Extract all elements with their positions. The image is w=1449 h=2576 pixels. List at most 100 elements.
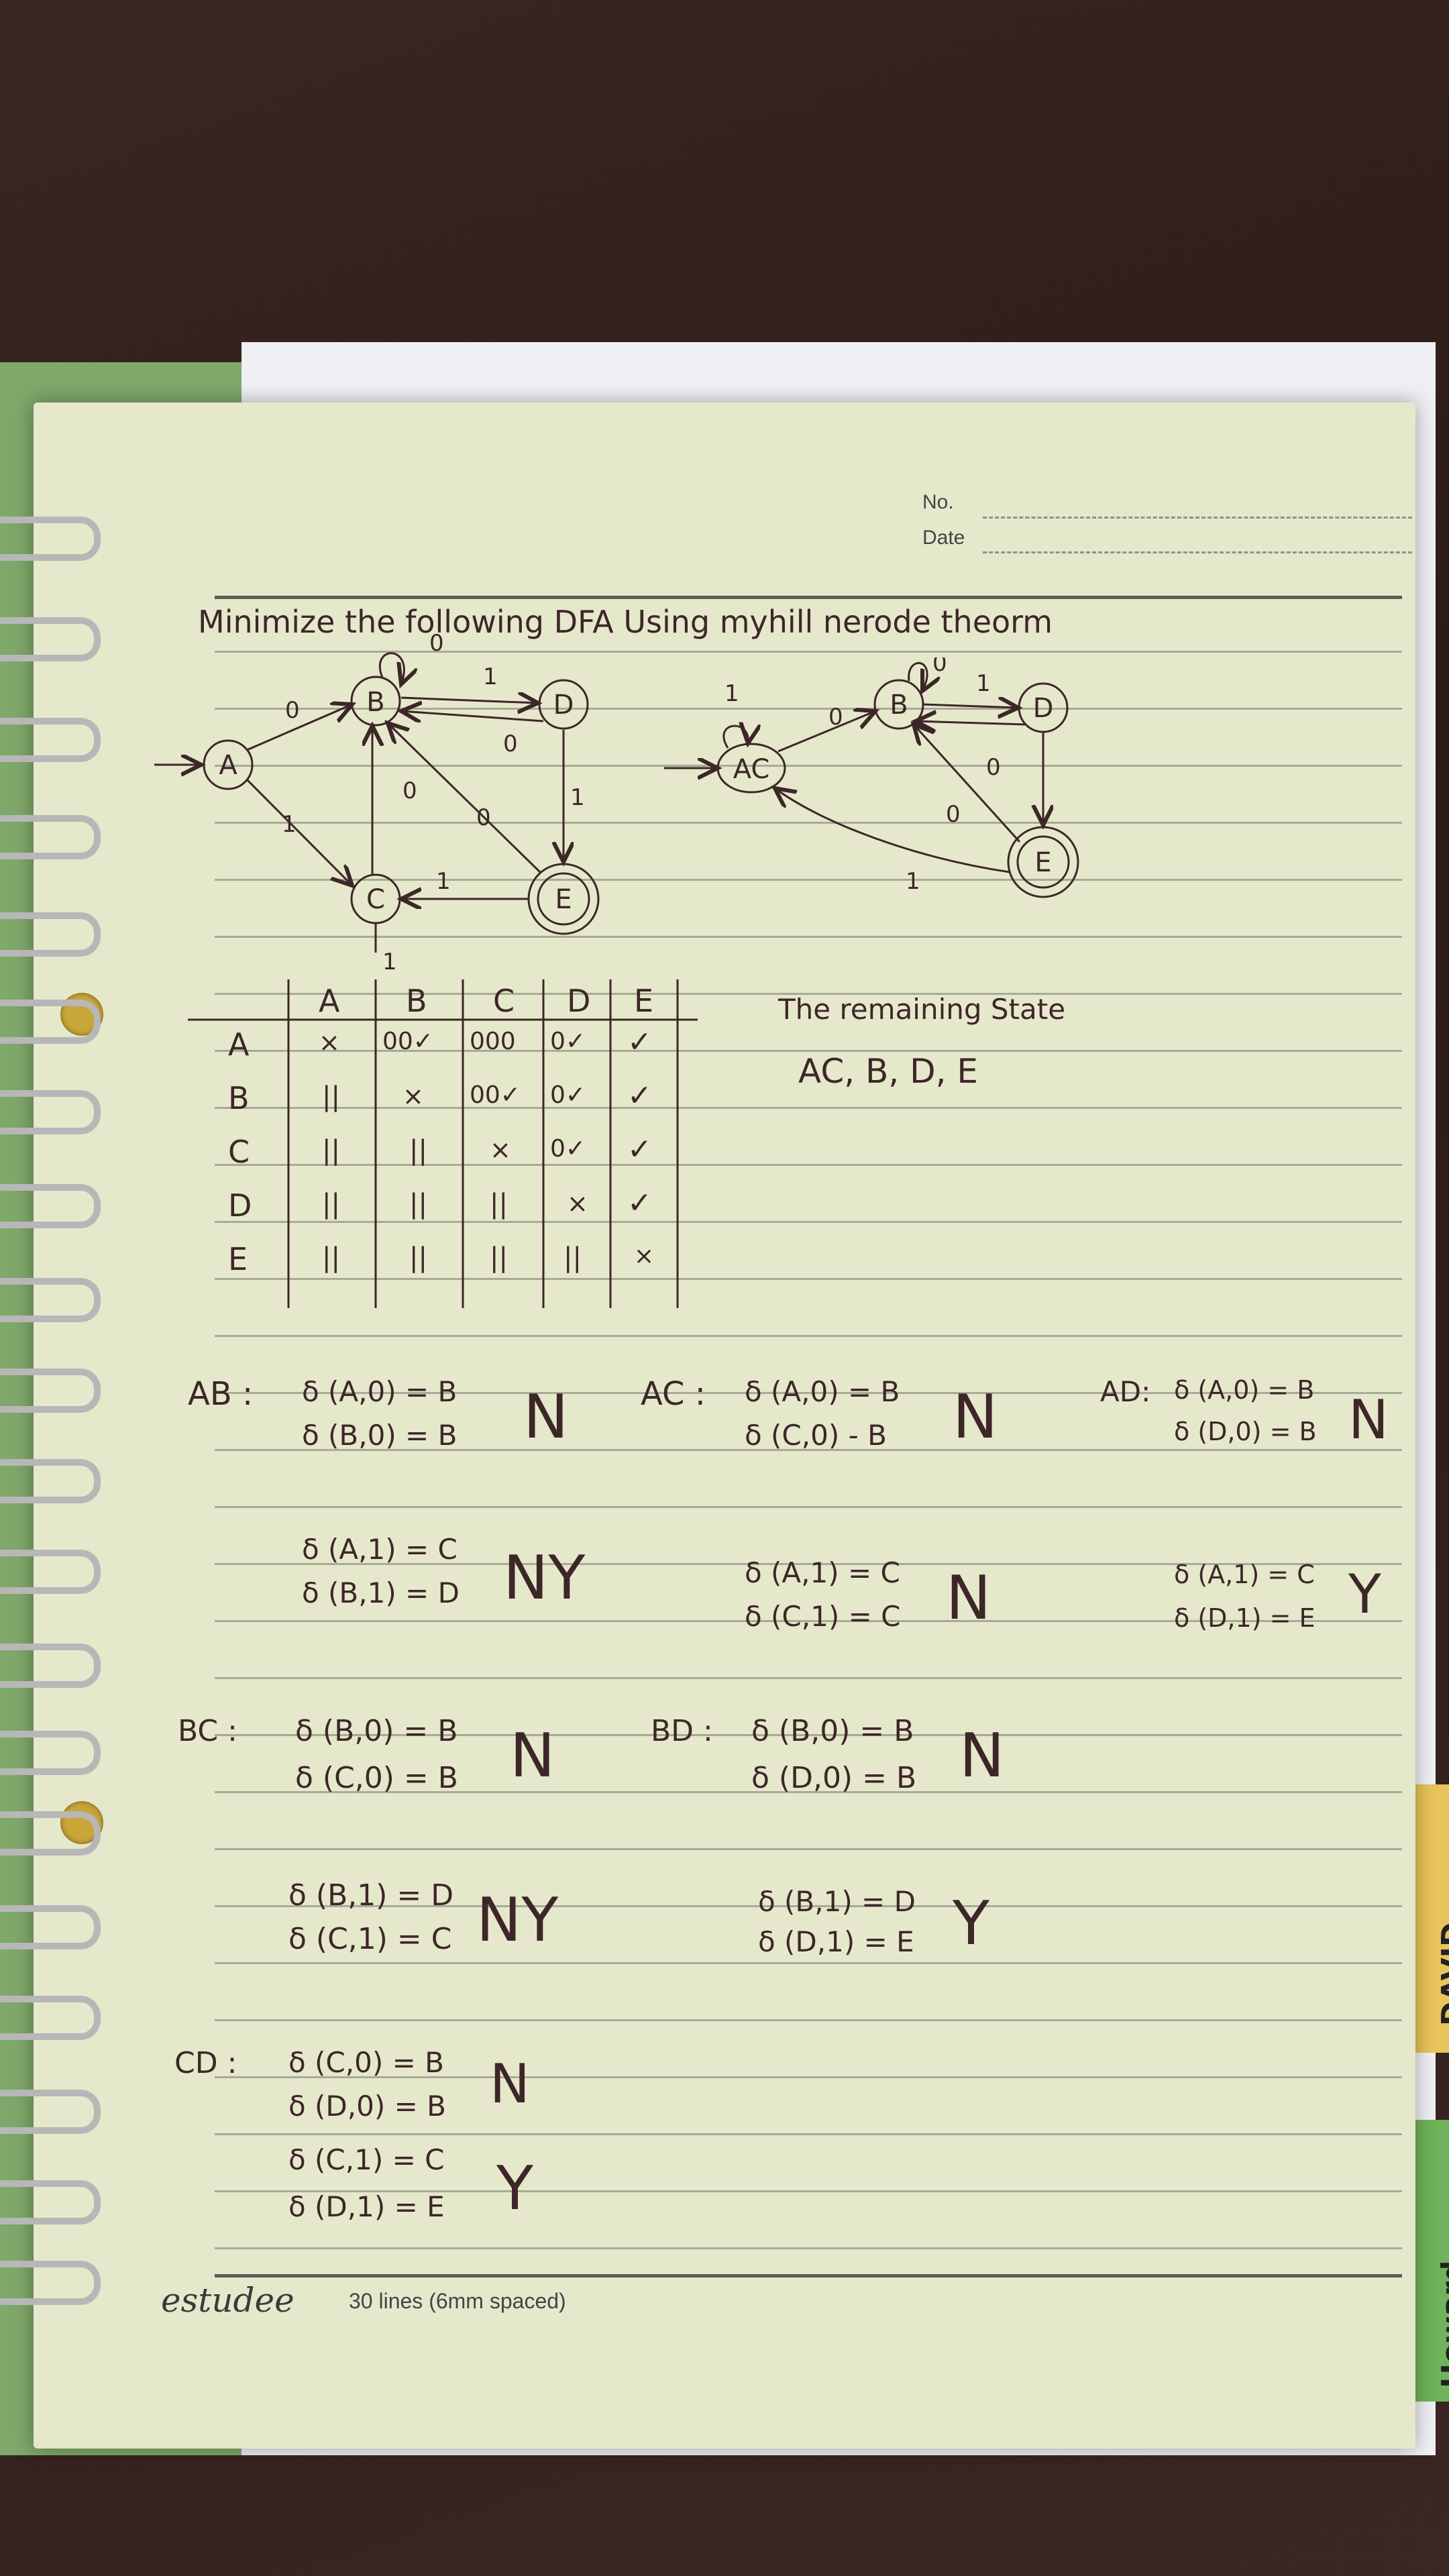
binding-ring (0, 2090, 101, 2134)
binding-ring (0, 912, 101, 957)
binding-ring (0, 2180, 101, 2224)
pair-label: AC : (641, 1375, 706, 1413)
result-mark: Y (953, 1888, 989, 1959)
rule-line (215, 1620, 1402, 1622)
transition-line: δ (C,1) = C (745, 1600, 901, 1633)
table-cell: × (567, 1189, 588, 1218)
tab-howard-label: Howard (1436, 2260, 1449, 2388)
state-c-label: C (366, 884, 385, 915)
result-mark: N (953, 1382, 998, 1452)
result-mark: Y (1348, 1563, 1381, 1625)
table-cell: ✓ (627, 1186, 652, 1220)
table-cell: × (490, 1135, 511, 1165)
minimized-dfa-diagram: AC B D E 1 0 0 1 0 0 1 (664, 657, 1079, 898)
rule-line (215, 1563, 1402, 1565)
transition-line: δ (B,1) = D (288, 1878, 454, 1913)
binding-ring (0, 718, 101, 762)
rule-line (215, 765, 1402, 767)
remaining-states: AC, B, D, E (798, 1052, 978, 1091)
rule-line (215, 708, 1402, 710)
state-a-label: A (219, 750, 237, 781)
transition-line: δ (B,0) = B (751, 1714, 914, 1748)
result-mark: NY (476, 1885, 559, 1955)
edge-label: 1 (282, 811, 297, 838)
table-cell: || (322, 1135, 340, 1166)
edge-label: 0 (932, 657, 947, 677)
rule-line (215, 596, 1402, 599)
edge-label: 0 (429, 631, 444, 657)
table-cell: 00✓ (382, 1028, 433, 1055)
transition-line: δ (C,0) = B (295, 1761, 458, 1795)
binding-ring (0, 1000, 101, 1044)
state-ac-label: AC (733, 754, 770, 785)
table-cell: ✓ (627, 1132, 652, 1167)
rule-line (215, 2274, 1402, 2277)
pair-label: CD : (174, 2046, 237, 2080)
table-cell: × (402, 1081, 424, 1111)
binding-ring (0, 2261, 101, 2305)
table-cell: 000 (470, 1028, 516, 1055)
table-cell: || (409, 1242, 427, 1273)
binding-ring (0, 1368, 101, 1413)
binding-ring (0, 1090, 101, 1134)
transition-line: δ (D,1) = E (758, 1925, 914, 1958)
table-row-header: C (228, 1134, 250, 1170)
transition-line: δ (A,0) = B (745, 1375, 900, 1408)
original-dfa-diagram: A B C D E 0 1 0 1 0 0 1 1 0 1 (154, 631, 600, 975)
rule-line (215, 1848, 1402, 1850)
rule-line (215, 1278, 1402, 1280)
table-cell: ✓ (627, 1025, 652, 1059)
result-mark: N (490, 2053, 530, 2115)
edge-label: 0 (285, 697, 300, 724)
pair-label: AD: (1100, 1375, 1151, 1408)
rule-line (215, 1449, 1402, 1451)
table-cell: || (490, 1189, 508, 1220)
binding-ring (0, 1811, 101, 1856)
transition-line: δ (B,0) = B (302, 1419, 458, 1452)
paper-spec: 30 lines (6mm spaced) (349, 2289, 566, 2313)
table-col-header: A (319, 983, 340, 1019)
table-row-header: B (228, 1080, 250, 1116)
edge-label: 0 (503, 731, 518, 757)
binding-ring (0, 1905, 101, 1949)
pair-label: BD : (651, 1714, 713, 1748)
rule-line (215, 2133, 1402, 2135)
transition-line: δ (B,1) = D (758, 1885, 916, 1918)
table-grid (188, 979, 698, 1308)
equivalence-table: A B C D E A B C D E × 00✓ 000 0✓ ✓ || × … (188, 979, 704, 1315)
transition-line: δ (D,1) = E (1174, 1603, 1316, 1633)
edge-label: 1 (724, 680, 739, 707)
rule-line (215, 822, 1402, 824)
table-row-header: A (228, 1026, 250, 1063)
result-mark: N (523, 1382, 569, 1452)
rule-line (215, 936, 1402, 938)
rule-line (215, 879, 1402, 881)
binding-ring (0, 1996, 101, 2040)
table-col-header: D (567, 983, 591, 1019)
edge-label: 1 (382, 949, 397, 975)
transition-line: δ (A,1) = C (1174, 1560, 1315, 1589)
transition-line: δ (D,0) = B (751, 1761, 917, 1795)
edge-label: 0 (402, 777, 417, 804)
result-mark: N (959, 1721, 1005, 1791)
transition-line: δ (B,0) = B (295, 1714, 458, 1748)
table-cell: || (409, 1189, 427, 1220)
result-mark: N (1348, 1389, 1389, 1451)
table-col-header: B (406, 983, 427, 1019)
binding-ring (0, 1550, 101, 1594)
table-col-header: E (634, 983, 654, 1019)
rule-line (215, 2019, 1402, 2021)
table-cell: || (564, 1242, 582, 1273)
table-cell: ✓ (627, 1079, 652, 1113)
rule-line (215, 2247, 1402, 2249)
table-cell: || (322, 1242, 340, 1273)
binding-ring (0, 517, 101, 561)
transition-line: δ (A,0) = B (1174, 1375, 1315, 1405)
table-cell: || (322, 1189, 340, 1220)
rule-line (215, 2076, 1402, 2078)
transition-line: δ (B,1) = D (302, 1576, 460, 1609)
table-cell: 0✓ (550, 1135, 586, 1163)
edge-label: 0 (476, 804, 491, 831)
transition-line: δ (C,0) = B (288, 2046, 444, 2079)
transition-line: δ (C,1) = C (288, 2143, 445, 2176)
